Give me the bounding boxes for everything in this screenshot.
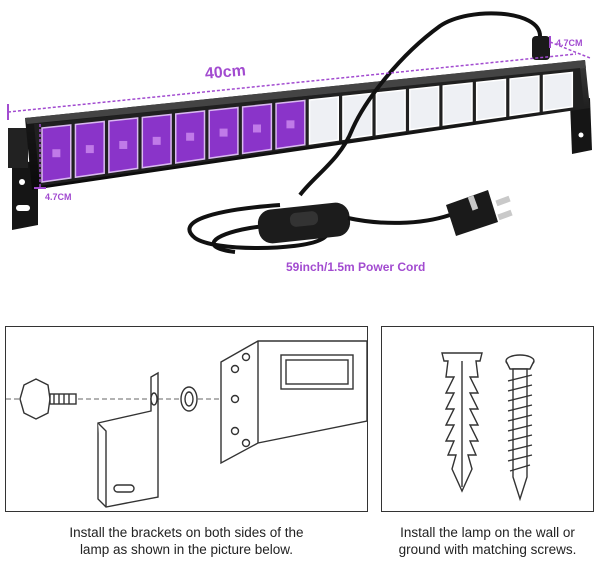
inline-power-switch <box>257 202 351 244</box>
led-cell-off <box>409 85 440 131</box>
bracket-install-panel <box>5 326 368 512</box>
led-chip <box>52 149 61 158</box>
bracket-caption-line-2: lamp as shown in the picture below. <box>79 542 294 557</box>
led-cell-off <box>375 89 406 136</box>
wall-anchor-icon <box>441 352 483 493</box>
power-plug <box>446 190 513 236</box>
led-chip <box>119 140 128 149</box>
wall-mount-caption: Install the lamp on the wall or ground w… <box>381 524 594 558</box>
uv-led-bar-illustration <box>7 11 592 254</box>
wall-caption-line-1: Install the lamp on the wall or <box>400 525 575 540</box>
lamp-end-cap-icon <box>220 340 368 465</box>
cord-gland <box>532 36 550 60</box>
led-cell-off <box>308 96 340 145</box>
height-dimension-line <box>34 124 46 189</box>
length-dimension-label: 40cm <box>204 62 247 83</box>
right-mounting-bracket <box>570 98 592 154</box>
led-chip <box>186 132 195 141</box>
led-chip <box>286 120 295 129</box>
bracket-install-diagram <box>6 340 368 508</box>
led-cell-off <box>542 71 574 112</box>
thumb-screw-icon <box>19 378 77 420</box>
led-chip <box>253 124 262 133</box>
l-bracket-icon <box>97 371 159 508</box>
led-chip <box>152 136 161 145</box>
length-dimension-line <box>7 53 577 120</box>
wood-screw-icon <box>505 354 535 502</box>
power-cord-label: 59inch/1.5m Power Cord <box>286 260 426 274</box>
led-cell-off <box>442 82 473 126</box>
led-cell-off <box>475 78 507 122</box>
bracket-install-caption: Install the brackets on both sides of th… <box>5 524 368 558</box>
led-chip <box>219 128 228 137</box>
width-dimension-line <box>549 36 591 59</box>
width-dimension-label: 4.7CM <box>556 38 583 48</box>
wall-mount-diagram <box>441 352 535 502</box>
led-chip <box>85 145 94 154</box>
wall-mount-panel <box>381 326 594 512</box>
bracket-caption-line-1: Install the brackets on both sides of th… <box>69 525 304 540</box>
wall-caption-line-2: ground with matching screws. <box>398 542 577 557</box>
led-cell-row <box>41 71 574 183</box>
led-cell-off <box>509 75 540 117</box>
power-cord <box>187 11 550 254</box>
height-dimension-label: 4.7CM <box>45 192 72 202</box>
washer-icon <box>180 386 198 412</box>
